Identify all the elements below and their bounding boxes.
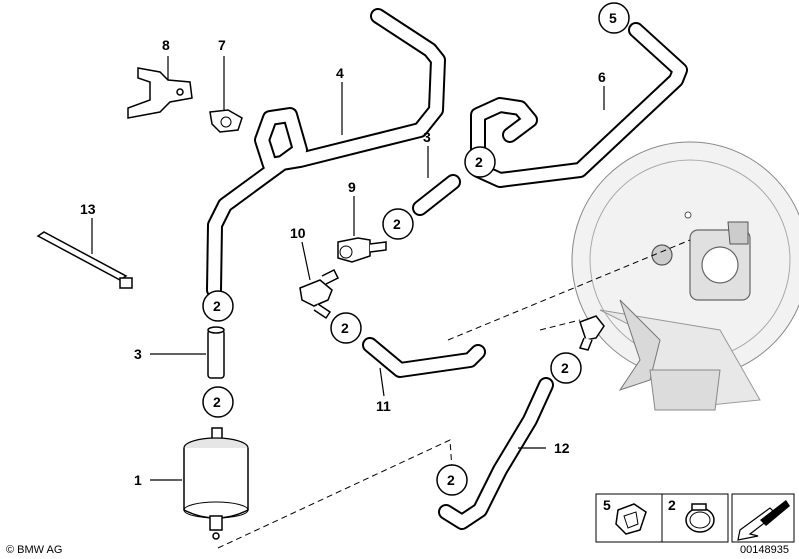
legend-label-5: 5 xyxy=(603,497,611,513)
svg-text:2: 2 xyxy=(561,360,569,376)
callout-8: 8 xyxy=(162,37,170,53)
cable-tie-13 xyxy=(36,231,133,289)
svg-text:2: 2 xyxy=(341,320,349,336)
circled-callouts: 5 2 2 2 2 2 2 2 xyxy=(202,2,630,496)
copyright-text: © BMW AG xyxy=(6,544,62,556)
clip-icon xyxy=(615,503,647,535)
callout-7: 7 xyxy=(218,37,226,53)
hose-4 xyxy=(206,8,446,298)
hose-11 xyxy=(362,337,486,378)
callout-3-upper: 3 xyxy=(423,129,431,145)
tank-elbow-connector xyxy=(578,315,605,351)
connector-10 xyxy=(299,268,340,320)
callout-9: 9 xyxy=(348,179,356,195)
hose-clamp-icon xyxy=(685,503,715,533)
circled-callout-2-hose6: 2 xyxy=(464,146,496,178)
leader-lines xyxy=(91,56,605,481)
callout-13: 13 xyxy=(80,201,96,217)
legend: 5 2 xyxy=(595,493,795,543)
circled-callout-2-hose3: 2 xyxy=(382,208,414,240)
arrow-icon xyxy=(737,500,790,541)
short-hose-3-upper xyxy=(412,174,461,216)
bracket-8 xyxy=(127,67,193,119)
svg-text:2: 2 xyxy=(393,216,401,232)
callout-labels: 8 7 4 6 3 9 13 10 3 11 12 1 xyxy=(80,37,606,488)
short-hose-3-lower xyxy=(207,326,225,379)
connector-9 xyxy=(337,237,387,263)
fuel-tank-assembly xyxy=(571,141,799,411)
callout-1: 1 xyxy=(134,472,142,488)
circled-callout-2-filter: 2 xyxy=(202,386,234,418)
circled-callout-5: 5 xyxy=(598,2,630,34)
svg-text:2: 2 xyxy=(213,298,221,314)
callout-10: 10 xyxy=(290,225,306,241)
callout-4: 4 xyxy=(336,65,344,81)
hose-12 xyxy=(438,377,554,530)
clip-7 xyxy=(209,109,243,133)
svg-text:2: 2 xyxy=(213,394,221,410)
fuel-filter xyxy=(183,427,249,540)
svg-text:2: 2 xyxy=(475,154,483,170)
circled-callout-2-hose12: 2 xyxy=(436,464,468,496)
svg-text:5: 5 xyxy=(609,10,617,26)
reference-number: 00148935 xyxy=(740,544,789,556)
callout-11: 11 xyxy=(376,398,391,414)
callout-6: 6 xyxy=(598,69,606,85)
callout-12: 12 xyxy=(554,440,570,456)
circled-callout-2-tank: 2 xyxy=(550,352,582,384)
svg-text:2: 2 xyxy=(447,472,455,488)
circled-callout-2-top-left: 2 xyxy=(202,290,234,322)
legend-label-2: 2 xyxy=(668,497,676,513)
connection-lines xyxy=(217,239,691,549)
callout-3-lower: 3 xyxy=(134,346,142,362)
circled-callout-2-connector10: 2 xyxy=(330,312,362,344)
